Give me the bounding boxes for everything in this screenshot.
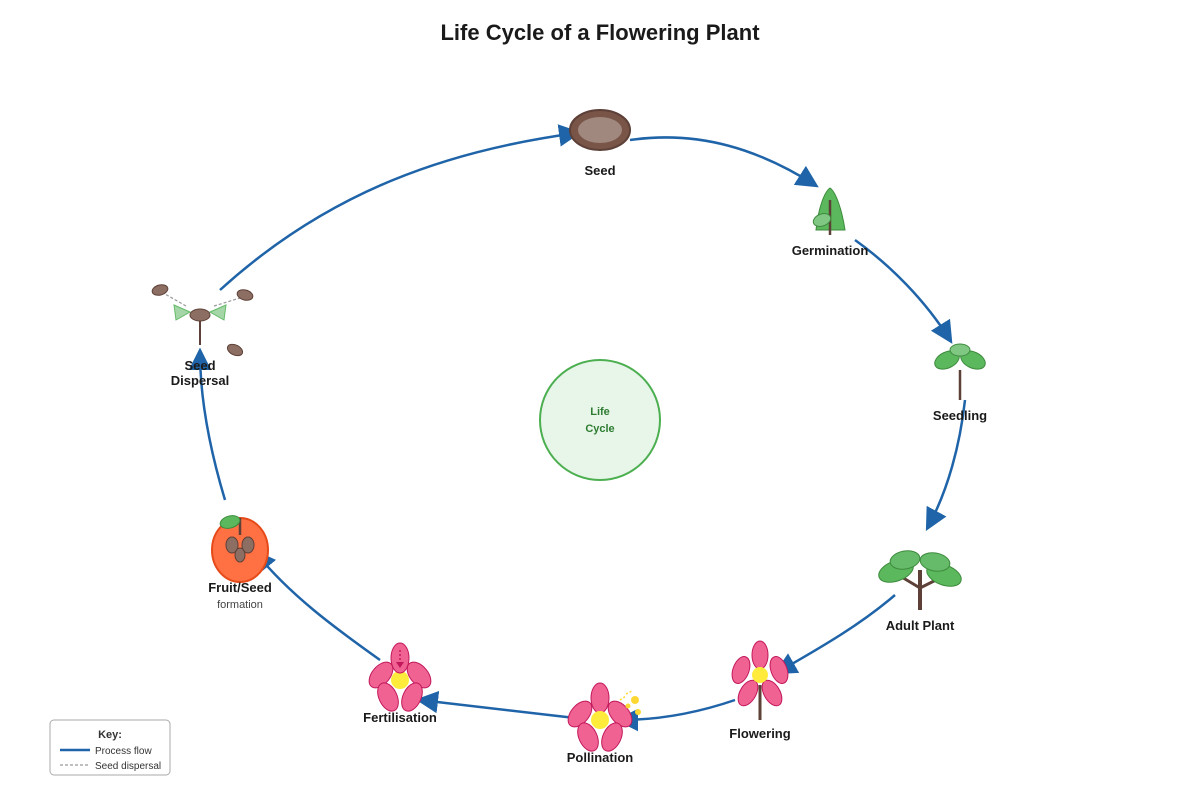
- label-flowering: Flowering: [729, 726, 790, 741]
- label-pollination: Pollination: [567, 750, 634, 765]
- label-seed: Seed: [584, 163, 615, 178]
- arrow-adult-to-flowering: [774, 594, 896, 675]
- process-arrows: [188, 124, 967, 732]
- stage-seed: Seed: [569, 109, 631, 178]
- stage-fruit-seed: Fruit/Seed formation: [208, 515, 272, 611]
- arrow-flowering-to-pollination: [615, 698, 736, 732]
- pollen-icon: [619, 690, 641, 715]
- label-fruit-seed-sub: formation: [217, 599, 263, 611]
- stage-pollination: Pollination: [567, 682, 641, 765]
- label-seed-dispersal-line2: Dispersal: [171, 373, 230, 388]
- legend-seed-dispersal-label: Seed dispersal: [95, 761, 161, 772]
- fruit-icon: [211, 515, 269, 583]
- label-seed-dispersal-line1: Seed: [184, 358, 215, 373]
- stage-seed-dispersal: Seed Dispersal: [151, 284, 254, 388]
- seedling-icon: [934, 343, 986, 400]
- center-label-line2: Cycle: [585, 423, 614, 435]
- diagram-title: Life Cycle of a Flowering Plant: [440, 20, 760, 45]
- label-seedling: Seedling: [933, 408, 987, 423]
- label-fertilisation: Fertilisation: [363, 710, 437, 725]
- fertilised-flower-icon: [368, 642, 432, 712]
- stage-flowering: Flowering: [729, 640, 791, 741]
- stage-seedling: Seedling: [933, 343, 987, 423]
- stage-adult-plant: Adult Plant: [878, 550, 962, 633]
- sprout-icon: [812, 187, 846, 235]
- arrow-dispersal-to-seed: [219, 124, 582, 291]
- center-label-line1: Life: [590, 406, 610, 418]
- pollinated-flower-icon: [567, 682, 633, 752]
- flower-icon: [731, 640, 789, 720]
- arrow-seed-to-germination: [629, 136, 819, 188]
- arrow-fertilisation-to-fruit: [253, 549, 381, 662]
- legend-title: Key:: [98, 729, 122, 741]
- arrow-germination-to-seedling: [854, 238, 953, 344]
- stage-germination: Germination: [792, 187, 869, 258]
- dispersal-icon: [151, 284, 254, 357]
- adult-plant-icon: [878, 550, 962, 610]
- center-circle: Life Cycle: [539, 359, 661, 481]
- arrow-fruit-to-dispersal: [188, 347, 227, 501]
- stage-fertilisation: Fertilisation: [363, 642, 437, 725]
- legend-process-flow-label: Process flow: [95, 746, 152, 757]
- arrow-seedling-to-adult: [925, 399, 967, 531]
- label-germination: Germination: [792, 243, 869, 258]
- label-fruit-seed: Fruit/Seed: [208, 580, 272, 595]
- arrow-pollination-to-fertilisation: [415, 690, 576, 720]
- label-adult-plant: Adult Plant: [886, 618, 955, 633]
- legend: Key: Process flow Seed dispersal: [49, 719, 171, 776]
